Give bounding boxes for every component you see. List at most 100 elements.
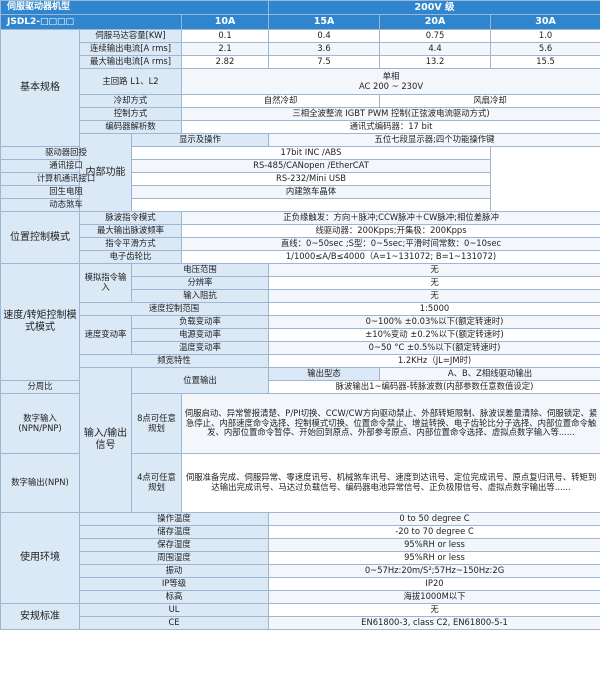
- value-control: 三相全波整流 IGBT PWM 控制(正弦波电流驱动方式): [180, 107, 600, 121]
- label-storage-humidity: 保存湿度: [78, 538, 270, 552]
- category-safety: 安规标准: [0, 603, 80, 630]
- label-ambient-humidity: 周围湿度: [78, 551, 270, 565]
- value-line: 单相: [382, 70, 400, 81]
- model-label: 伺服驱动器机型: [0, 0, 270, 15]
- value-cell: 3.6: [268, 42, 381, 56]
- value-altitude: 海拔1000M以下: [268, 590, 600, 604]
- value-cell: 1.0: [490, 29, 600, 43]
- value-pc-comm: RS-232/Mini USB: [130, 172, 492, 186]
- label-control-range: 速度控制范围: [78, 302, 270, 316]
- model-code: JSDL2-□□□□: [0, 14, 182, 30]
- value-main-circuit: 单相 AC 200 ~ 230V: [180, 68, 600, 95]
- model-30a: 30A: [490, 14, 600, 30]
- value-ul: 无: [268, 603, 600, 617]
- label-resolution: 分辨率: [130, 276, 270, 290]
- value-power-variation: ±10%变动 ±0.2%以下(额定转速时): [268, 328, 600, 342]
- value-storage-temp: -20 to 70 degree C: [268, 525, 600, 539]
- value-cell: 2.82: [180, 55, 270, 69]
- value-comm: RS-485/CANopen /EtherCAT: [130, 159, 492, 173]
- value-temp-variation: 0~50 °C ±0.5%以下(额定转速时): [268, 341, 600, 355]
- value-max-pulse: 线驱动器：200Kpps;开集极：200Kpps: [180, 224, 600, 238]
- label-dout-count: 4点可任意规划: [131, 453, 182, 513]
- value-ce: EN61800-3, class C2, EN61800-5-1: [268, 616, 600, 630]
- label-control: 控制方式: [79, 107, 182, 121]
- value-divide: 脉波输出1~编码器-转脉波数(内部参数任意数值设定): [268, 380, 600, 394]
- category-position: 位置控制模式: [0, 211, 80, 264]
- value-op-temp: 0 to 50 degree C: [268, 512, 600, 526]
- label-ul: UL: [78, 603, 270, 617]
- value-cell: 13.2: [379, 55, 492, 69]
- value-cell: 2.1: [180, 42, 270, 56]
- value-cooling-natural: 自然冷却: [180, 94, 381, 108]
- label-cooling: 冷却方式: [79, 94, 182, 108]
- label-dynamic-brake: 动态煞车: [0, 198, 132, 212]
- value-dout: 伺服准备完成、伺服异常、零速度讯号、机械煞车讯号、速度到达讯号、定位完成讯号、原…: [180, 453, 600, 513]
- label-max-pulse: 最大输出脉波频率: [79, 224, 182, 238]
- value-control-range: 1:5000: [268, 302, 600, 316]
- label-impedance: 输入阻抗: [130, 289, 270, 303]
- value-storage-humidity: 95%RH or less: [268, 538, 600, 552]
- label-gear: 电子齿轮比: [79, 250, 182, 264]
- spec-table: 伺服驱动器机型 200V 级 JSDL2-□□□□ 10A 15A 20A 30…: [0, 0, 600, 630]
- label-main-circuit: 主回路 L1、L2: [79, 68, 182, 95]
- label-power-variation: 电源变动率: [130, 328, 270, 342]
- value-din: 伺服启动、异常警报清楚、P/PI切换、CCW/CW方向驱动禁止、外部转矩限制、脉…: [180, 393, 600, 454]
- label-voltage-range: 电压范围: [130, 263, 270, 277]
- value-gear: 1/1000≤A/B≤4000（A=1~131072; B=1~131072): [180, 250, 600, 264]
- label-divide: 分周比: [0, 380, 80, 394]
- sub-pos-output: 位置输出: [130, 367, 270, 394]
- label-max-current: 最大输出电流[A rms]: [79, 55, 182, 69]
- label-pulse-mode: 脉波指令模式: [79, 211, 182, 225]
- value-encoder: 通讯式编码器：17 bit: [180, 120, 600, 134]
- value-bandwidth: 1.2KHz（JL=JM时): [268, 354, 600, 368]
- value-line: AC 200 ~ 230V: [358, 80, 424, 91]
- label-load-variation: 负载变动率: [130, 315, 270, 329]
- value-cell: 0.75: [379, 29, 492, 43]
- value-cell: 7.5: [268, 55, 381, 69]
- value-resolution: 无: [268, 276, 600, 290]
- voltage-class: 200V 级: [268, 0, 600, 15]
- label-vibration: 振动: [78, 564, 270, 578]
- value-ip: IP20: [268, 577, 600, 591]
- value-ambient-humidity: 95%RH or less: [268, 551, 600, 565]
- label-smoothing: 指令平滑方式: [79, 237, 182, 251]
- value-cell: 0.4: [268, 29, 381, 43]
- category-env: 使用环境: [0, 512, 80, 604]
- label-display: 显示及操作: [130, 133, 270, 147]
- category-io: 输入/输出信号: [79, 367, 132, 513]
- label-temp-variation: 温度变动率: [130, 341, 270, 355]
- label-ip: IP等级: [78, 577, 270, 591]
- label-storage-temp: 储存温度: [78, 525, 270, 539]
- value-cooling-fan: 风扇冷却: [379, 94, 600, 108]
- sub-digital-output: 数字输出(NPN): [0, 453, 80, 513]
- value-pulse-mode: 正负缘触发：方向＋脉冲;CCW脉冲＋CW脉冲;相位差脉冲: [180, 211, 600, 225]
- value-cell: 15.5: [490, 55, 600, 69]
- value-cell: 0.1: [180, 29, 270, 43]
- label-feedback: 驱动器回授: [0, 146, 132, 160]
- label-continuous-current: 连续输出电流[A rms]: [79, 42, 182, 56]
- model-10a: 10A: [180, 14, 270, 30]
- label-output-type: 输出型态: [268, 367, 381, 381]
- label-din-count: 8点可任意规划: [131, 393, 182, 454]
- value-dynamic-brake: [130, 198, 492, 212]
- sub-variation: 速度变动率: [79, 315, 132, 355]
- model-15a: 15A: [268, 14, 381, 30]
- value-impedance: 无: [268, 289, 600, 303]
- label-motor-capacity: 伺服马达容量[KW]: [79, 29, 182, 43]
- label-ce: CE: [78, 616, 270, 630]
- value-vibration: 0~57Hz:20m/S²;57Hz~150Hz:2G: [268, 564, 600, 578]
- value-cell: 5.6: [490, 42, 600, 56]
- label-altitude: 标高: [78, 590, 270, 604]
- value-smoothing: 直线：0~50sec ;S型：0~5sec;平滑时间常数：0~10sec: [180, 237, 600, 251]
- value-feedback: 17bit INC /ABS: [130, 146, 492, 160]
- sub-analog: 模拟指令输入: [79, 263, 132, 303]
- value-output-type: A、B、Z相线驱动输出: [379, 367, 600, 381]
- model-20a: 20A: [379, 14, 492, 30]
- category-speed: 速度/转矩控制模式模式: [0, 263, 80, 381]
- label-op-temp: 操作温度: [78, 512, 270, 526]
- value-display: 五位七段显示器;四个功能操作键: [268, 133, 600, 147]
- label-regen: 回生电阻: [0, 185, 132, 199]
- value-load-variation: 0~100% ±0.03%以下(额定转速时): [268, 315, 600, 329]
- label-bandwidth: 频宽特性: [78, 354, 270, 368]
- category-basic: 基本规格: [0, 29, 80, 147]
